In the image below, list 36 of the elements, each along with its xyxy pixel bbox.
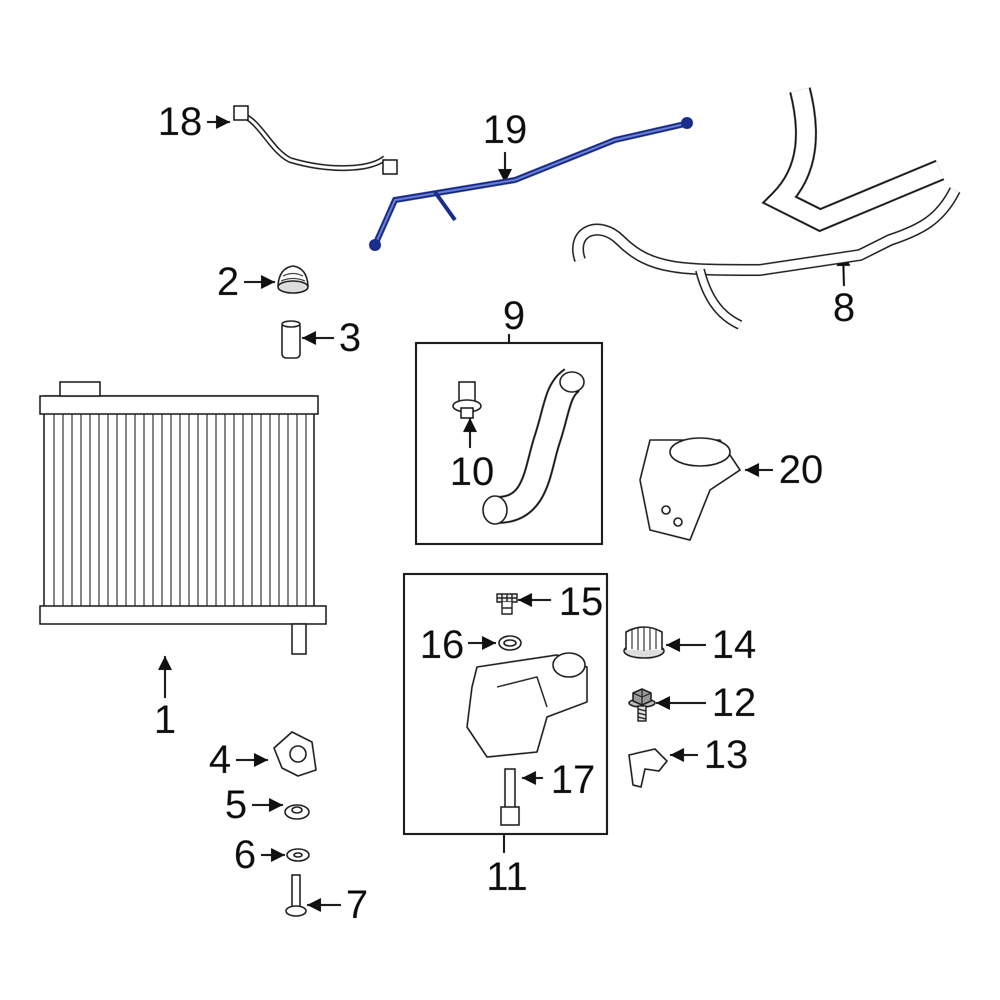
- callout-number: 20: [775, 450, 827, 490]
- leader-arrow: [302, 331, 334, 345]
- leader-arrow: [236, 753, 268, 767]
- callout-number: 4: [206, 740, 234, 780]
- callout-number: 9: [502, 296, 526, 336]
- callout-number: 2: [214, 262, 242, 302]
- leader-arrow: [518, 593, 551, 607]
- leader-arrow: [244, 275, 275, 289]
- leader-arrow: [252, 798, 283, 812]
- callout-number: 15: [555, 582, 607, 622]
- callout-number: 5: [222, 785, 250, 825]
- leader-arrow: [158, 656, 172, 698]
- callout-number: 10: [447, 452, 497, 492]
- leader-arrow: [261, 848, 285, 862]
- callout-number: 1: [152, 700, 178, 740]
- leader-arrow: [468, 636, 496, 650]
- callout-number: 3: [336, 318, 364, 358]
- leader-arrow: [307, 898, 341, 912]
- callout-number: 14: [708, 625, 760, 665]
- leader-arrow: [656, 696, 706, 710]
- callout-number: 13: [700, 735, 752, 775]
- leader-arrow: [463, 418, 477, 448]
- leader-arrow: [670, 748, 698, 762]
- leader-arrow: [745, 463, 773, 477]
- callout-number: 19: [480, 110, 530, 150]
- callout-number: 11: [485, 857, 529, 897]
- callout-number: 8: [830, 288, 858, 328]
- callout-number: 12: [708, 683, 760, 723]
- callout-number: 16: [416, 625, 468, 665]
- callout-number: 17: [547, 760, 599, 800]
- leader-arrow: [522, 771, 543, 785]
- callout-number: 6: [231, 835, 259, 875]
- leader-arrow: [666, 638, 706, 652]
- callout-number: 18: [155, 102, 205, 142]
- leader-arrow: [207, 115, 230, 129]
- callout-number: 7: [343, 885, 371, 925]
